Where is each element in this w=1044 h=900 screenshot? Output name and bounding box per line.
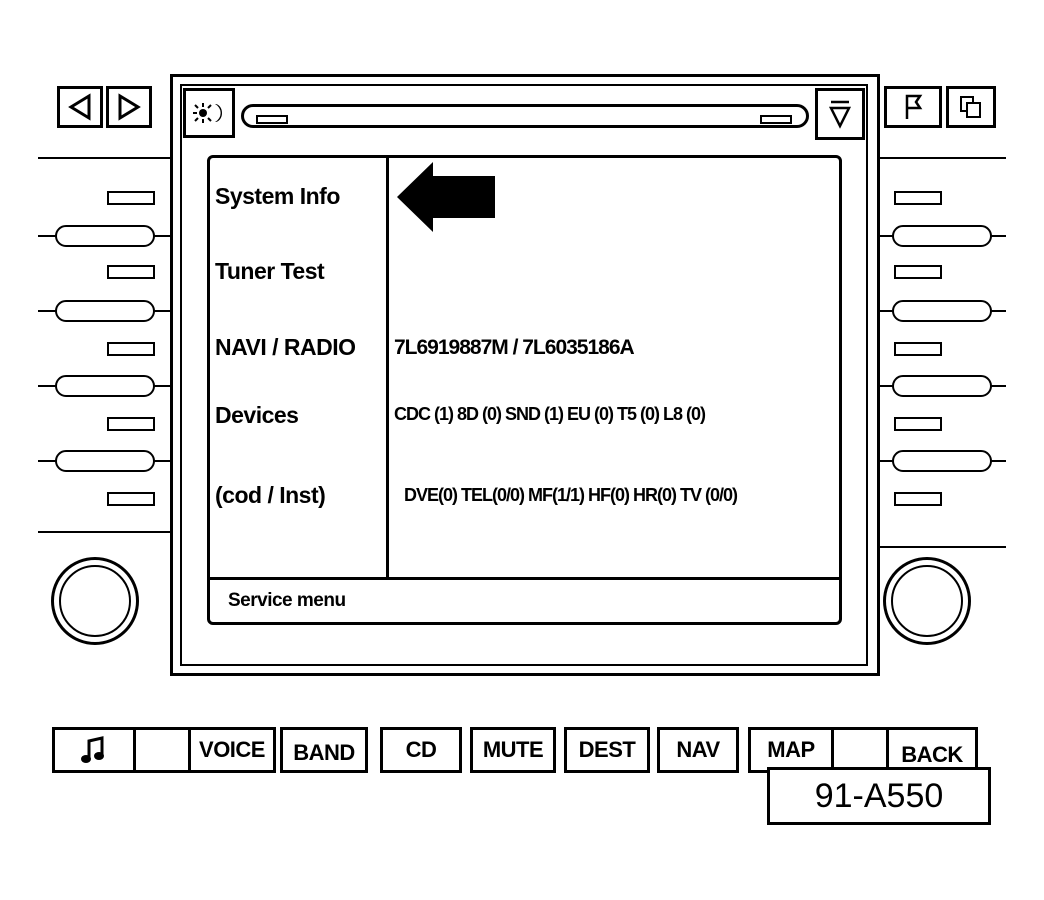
left-indicator-5 [107, 492, 155, 506]
pointer-arrow [397, 162, 495, 232]
service-menu-label: Service menu [228, 590, 346, 611]
left-volume-knob[interactable] [51, 557, 139, 645]
dest-button[interactable]: DEST [564, 727, 650, 773]
right-indicator-2 [894, 265, 942, 279]
flag-button[interactable] [884, 86, 942, 128]
triangle-left-icon [68, 93, 91, 121]
cd-slot-mark-left [256, 115, 288, 124]
right-softkey-1[interactable] [892, 225, 992, 247]
menu-item-navi-radio[interactable]: NAVI / RADIO [215, 334, 356, 360]
blank-button-1[interactable] [133, 727, 191, 773]
cd-slot [241, 104, 809, 128]
right-indicator-3 [894, 342, 942, 356]
left-panel-edge-bottom [38, 531, 172, 533]
eject-icon [828, 100, 852, 129]
left-indicator-3 [107, 342, 155, 356]
music-button[interactable] [52, 727, 136, 773]
nav-button[interactable]: NAV [657, 727, 739, 773]
cd-slot-mark-right [760, 115, 792, 124]
left-indicator-1 [107, 191, 155, 205]
left-softkey-4[interactable] [55, 450, 155, 472]
left-softkey-3[interactable] [55, 375, 155, 397]
left-softkey-1[interactable] [55, 225, 155, 247]
lcd-screen [207, 155, 842, 625]
right-tune-knob[interactable] [883, 557, 971, 645]
navi-radio-value: 7L6919887M / 7L6035186A [394, 336, 635, 359]
display-bezel [180, 84, 868, 666]
menu-item-tuner-test[interactable]: Tuner Test [215, 258, 325, 284]
right-softkey-3[interactable] [892, 375, 992, 397]
right-indicator-5 [894, 492, 942, 506]
left-softkey-2[interactable] [55, 300, 155, 322]
menu-item-system-info[interactable]: System Info [215, 183, 340, 209]
right-panel-edge-bottom [878, 546, 1006, 548]
day-night-button[interactable] [183, 88, 235, 138]
left-indicator-4 [107, 417, 155, 431]
menu-divider [386, 157, 389, 580]
band-button[interactable]: BAND [280, 727, 368, 773]
right-softkey-2[interactable] [892, 300, 992, 322]
pages-icon [960, 96, 981, 118]
cd-button[interactable]: CD [380, 727, 462, 773]
display-frame [170, 74, 880, 676]
triangle-right-icon [118, 93, 141, 121]
music-note-icon [81, 736, 104, 763]
menu-item-devices[interactable]: Devices [215, 402, 299, 428]
left-panel-edge-top [38, 157, 172, 159]
left-indicator-2 [107, 265, 155, 279]
sun-moon-icon [193, 103, 222, 123]
right-softkey-4[interactable] [892, 450, 992, 472]
eject-button[interactable] [815, 88, 865, 140]
left-knob-ring [59, 565, 131, 637]
flag-icon [905, 94, 923, 119]
map-button[interactable]: MAP [748, 727, 834, 773]
next-button[interactable] [106, 86, 152, 128]
mute-button[interactable]: MUTE [470, 727, 556, 773]
cod-inst-value: DVE(0) TEL(0/0) MF(1/1) HF(0) HR(0) TV (… [404, 485, 738, 505]
pages-button[interactable] [946, 86, 996, 128]
menu-item-cod-inst[interactable]: (cod / Inst) [215, 482, 326, 508]
right-knob-ring [891, 565, 963, 637]
voice-button[interactable]: VOICE [188, 727, 276, 773]
devices-value: CDC (1) 8D (0) SND (1) EU (0) T5 (0) L8 … [394, 404, 706, 424]
right-panel-edge-top [878, 157, 1006, 159]
right-indicator-4 [894, 417, 942, 431]
figure-id-label: 91-A550 [767, 767, 991, 825]
right-indicator-1 [894, 191, 942, 205]
footer-divider [209, 577, 840, 580]
prev-button[interactable] [57, 86, 103, 128]
